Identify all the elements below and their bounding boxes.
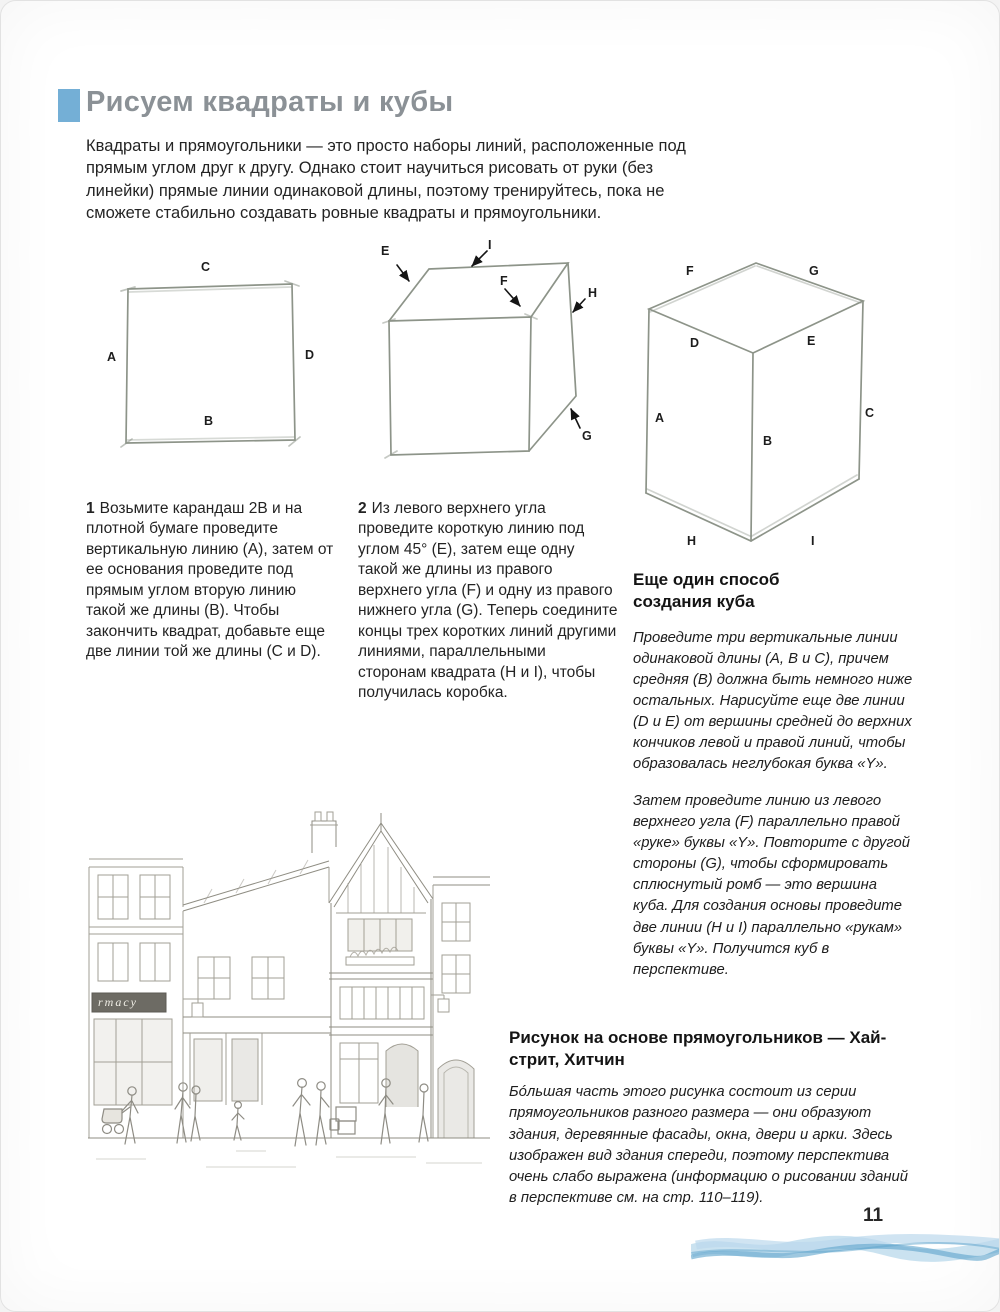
figure-label-d: D <box>305 348 315 362</box>
sketch-buildings <box>88 811 490 1168</box>
page-number: 11 <box>863 1205 884 1226</box>
figure-label-g2: G <box>809 264 819 278</box>
cube-alt-drawing <box>645 262 866 542</box>
page-title: Рисуем квадраты и кубы <box>86 86 454 118</box>
street-sketch: rmacy <box>86 807 491 1189</box>
figure-label-h: H <box>588 286 598 300</box>
figure-label-i: I <box>488 238 492 252</box>
cube-alt-strokes <box>645 262 866 542</box>
sidebar-paragraph-2: Затем проведите линию из левого верхнего… <box>633 792 911 978</box>
wave-stroke-light <box>695 1234 999 1252</box>
wave-decoration <box>691 1234 999 1262</box>
cube-step2-arrows <box>396 250 586 429</box>
figure-label-h2: H <box>687 534 697 548</box>
step-1-text: Возьмите карандаш 2B и на плотной бумаге… <box>86 500 334 661</box>
figure-label-d2: D <box>690 336 700 350</box>
figure-label-a: A <box>107 350 117 364</box>
figure-label-e2: E <box>807 334 816 348</box>
sketch-caption-heading: Рисунок на основе прямоугольников — Хай-… <box>509 1028 887 1070</box>
sidebar-heading: Еще один способ создания куба <box>633 570 780 611</box>
figure-label-c: C <box>201 260 211 274</box>
street-sketch-drawing <box>88 811 490 1168</box>
figure-label-e: E <box>381 244 390 258</box>
figure-label-f2: F <box>686 264 694 278</box>
figure-label-b2: B <box>763 434 773 448</box>
pharmacy-sign-text: rmacy <box>98 995 138 1009</box>
figure-label-i2: I <box>811 534 815 548</box>
cube-alt-figure: F G D E A B C H I <box>637 249 882 549</box>
cube-step2-strokes <box>382 262 577 459</box>
figure-label-b: B <box>204 414 214 428</box>
wave-stroke-dark <box>691 1243 999 1261</box>
sketch-people <box>101 1078 429 1147</box>
square-strokes <box>120 280 301 448</box>
intro-paragraph: Квадраты и прямоугольники — это просто н… <box>86 137 686 223</box>
figure-label-a2: A <box>655 411 665 425</box>
figure-label-c2: C <box>865 406 875 420</box>
figure-label-f: F <box>500 274 508 288</box>
square-figure: C A D B <box>101 253 331 463</box>
step-1-number: 1 <box>86 500 95 517</box>
sidebar-alt-method: Еще один способ создания куба Проведите … <box>633 569 913 981</box>
step-2-number: 2 <box>358 500 367 517</box>
cube-step2-drawing <box>382 250 586 459</box>
wave-stroke-thin <box>691 1242 999 1254</box>
sketch-caption-text: Бóльшая часть этого рисунка состоит из с… <box>509 1084 908 1206</box>
figure-label-g: G <box>582 429 592 443</box>
sidebar-paragraph-1: Проведите три вертикальные линии одинако… <box>633 629 913 773</box>
cube-step2-figure: E I F H G <box>353 237 601 465</box>
square-figure-drawing <box>120 280 301 448</box>
step-2-text: Из левого верхнего угла проведите коротк… <box>358 500 618 702</box>
sketch-caption-block: Рисунок на основе прямоугольников — Хай-… <box>509 1027 911 1209</box>
title-accent-square <box>58 89 80 122</box>
